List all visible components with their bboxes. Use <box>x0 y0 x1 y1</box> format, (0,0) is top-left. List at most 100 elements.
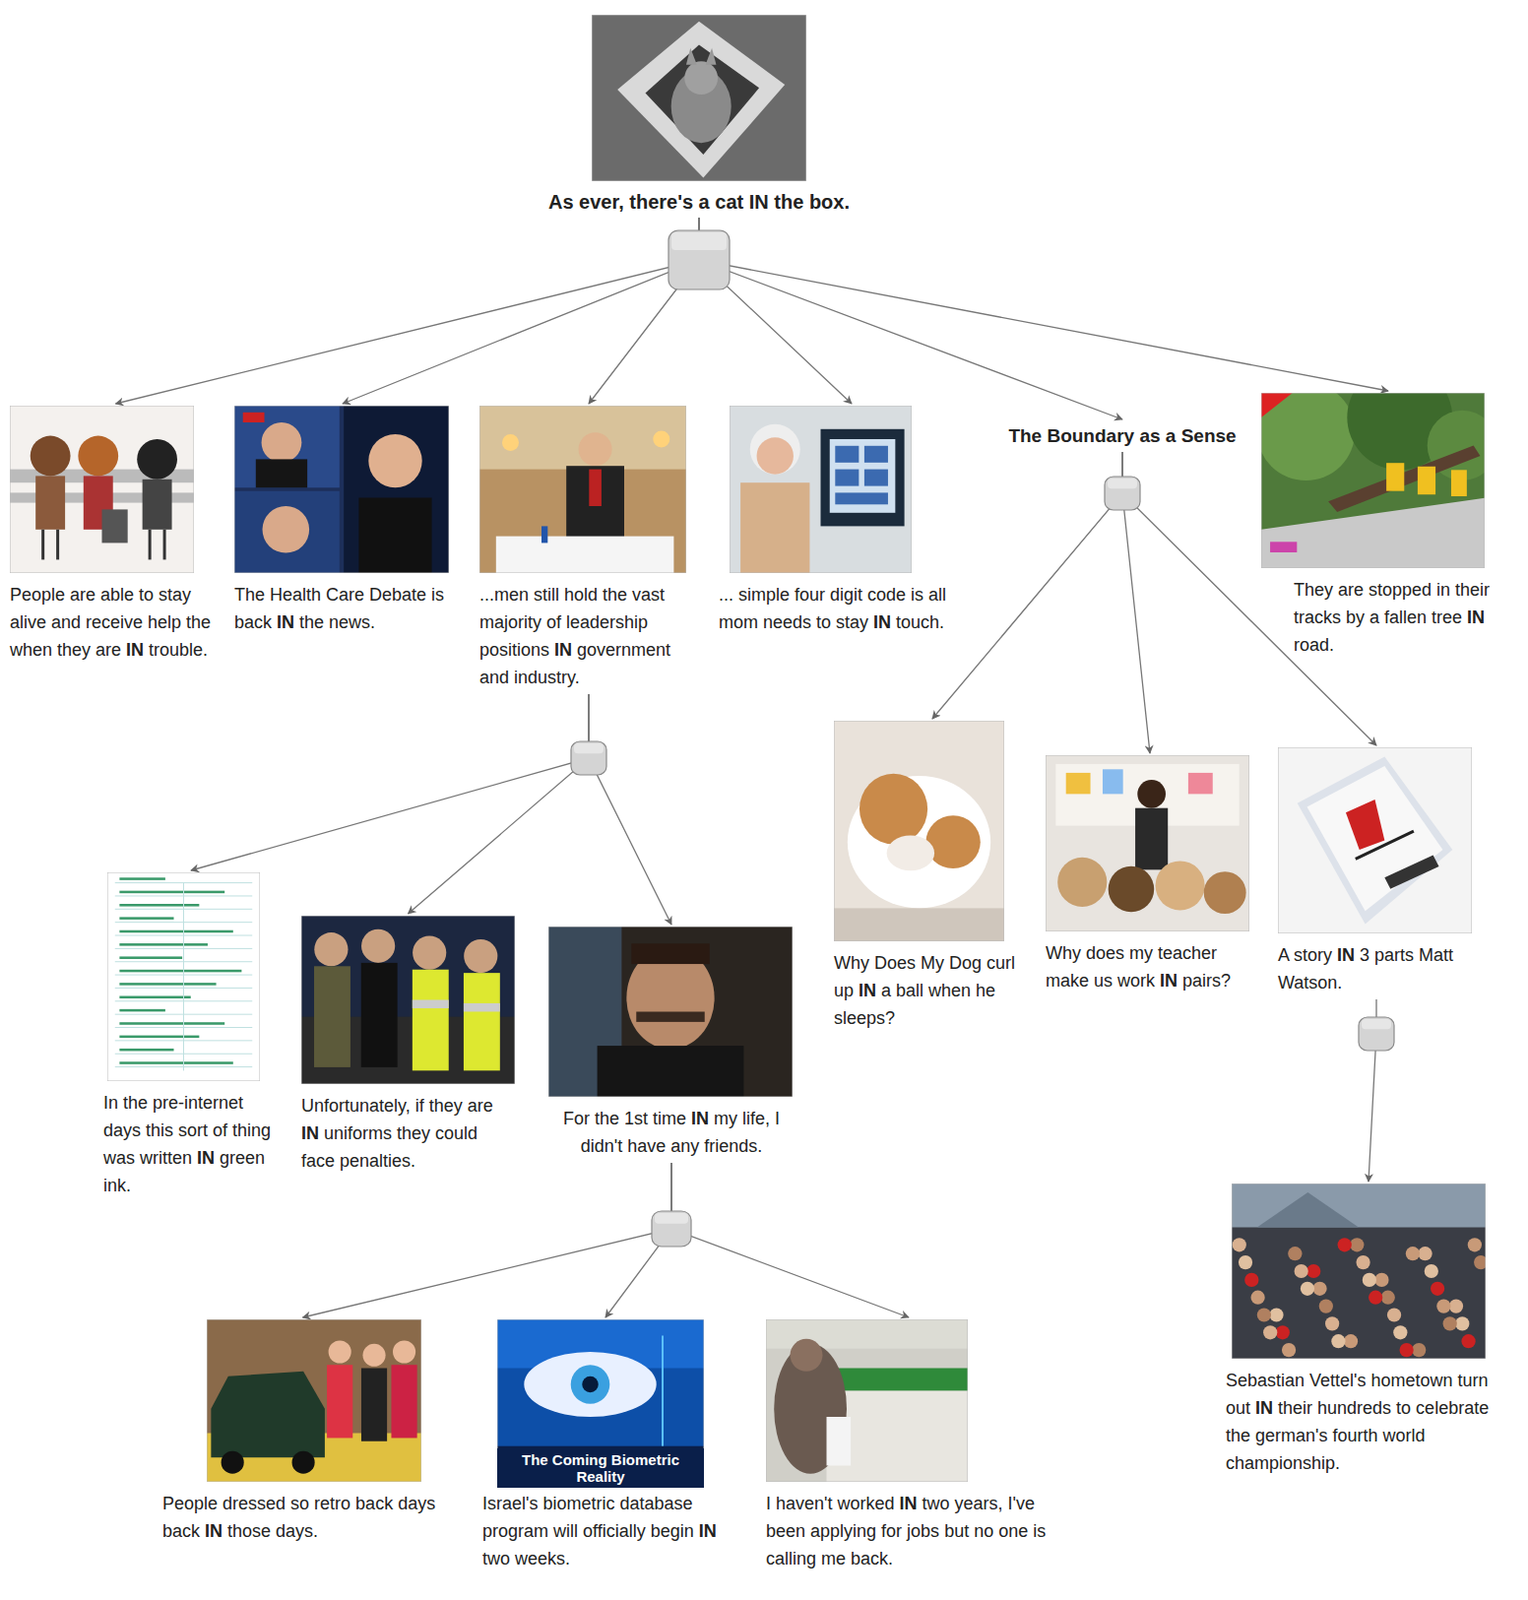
photo-shape <box>1461 1334 1475 1348</box>
photo-shape <box>684 61 718 95</box>
photo-line <box>1355 830 1414 859</box>
photo-shape <box>390 1364 417 1438</box>
photo-caption: A story IN 3 parts Matt Watson. <box>1277 941 1475 997</box>
photo-frame <box>765 1319 968 1482</box>
photo-shape <box>1417 466 1436 495</box>
photo-ground <box>301 915 515 1084</box>
photo-shape <box>740 482 810 573</box>
photo-caption: In the pre-internet days this sort of th… <box>103 1088 279 1200</box>
photo-shape <box>412 969 449 1072</box>
caption-run: trouble. <box>143 639 208 660</box>
caption-run: IN <box>301 1123 319 1144</box>
photo-shape <box>30 436 71 477</box>
photo-shape <box>1467 1237 1482 1252</box>
photo-shape <box>1306 1264 1321 1278</box>
caption-run: IN <box>204 1521 223 1541</box>
photo-shape <box>1263 1325 1277 1339</box>
photo-caption: For the 1st time IN my life, I didn't ha… <box>548 1104 795 1160</box>
photo-shape <box>1393 1325 1407 1339</box>
photo-frame <box>548 926 793 1097</box>
tree-connector <box>303 1162 673 1318</box>
photo-shape <box>368 434 422 488</box>
photo-shape <box>1066 772 1091 794</box>
photo-shape <box>412 936 446 970</box>
section-heading: The Boundary as a Sense <box>994 423 1251 449</box>
photo-shape <box>1297 756 1454 924</box>
photo-shape <box>652 431 670 448</box>
photo-shape <box>358 498 432 574</box>
photo-shape <box>1057 857 1107 907</box>
photo <box>206 1319 422 1482</box>
photo-line <box>183 883 185 1072</box>
photo-shape <box>578 432 613 466</box>
photo-shape <box>314 932 348 966</box>
caption-run: Israel's biometric database program will… <box>482 1493 700 1541</box>
photo-shape <box>645 44 761 155</box>
photo-shape <box>1232 1237 1247 1252</box>
junction-body <box>668 230 730 290</box>
photo-shape <box>1386 462 1404 491</box>
junction <box>1104 476 1141 510</box>
photo-shape <box>1417 1246 1432 1261</box>
photo-shape <box>1430 1281 1445 1296</box>
photo-shape <box>1294 1264 1309 1278</box>
photo-shape <box>523 1351 656 1417</box>
photo-shape <box>1244 1273 1259 1287</box>
photo-shape <box>102 509 128 543</box>
photo-shape <box>1362 1273 1377 1287</box>
photo-shape <box>864 469 889 487</box>
photo <box>833 720 1005 942</box>
photo-frame <box>1261 392 1485 569</box>
photo-shape <box>234 405 340 488</box>
picture-node: For the 1st time IN my life, I didn't ha… <box>548 926 795 1162</box>
photo-shape <box>412 1000 449 1010</box>
photo-shape <box>1436 1298 1451 1313</box>
photo-shape <box>119 969 242 973</box>
photo-shape <box>361 929 395 963</box>
caption-run: IN <box>873 612 892 633</box>
caption-run: the news. <box>294 612 376 633</box>
photo-caption: ...men still hold the vast majority of l… <box>479 580 699 692</box>
photo-shape <box>1400 1342 1414 1357</box>
caption-run: IN <box>1255 1398 1274 1418</box>
photo-shape <box>326 1364 353 1438</box>
photo-ground <box>9 405 194 573</box>
caption-run: touch. <box>891 612 945 633</box>
tree-connector <box>932 451 1123 719</box>
photo-shape <box>1345 799 1385 850</box>
photo-shape <box>1281 1342 1296 1357</box>
photo-caption: Israel's biometric database program will… <box>482 1489 729 1573</box>
junction-body <box>571 741 607 775</box>
photo-shape <box>119 982 216 986</box>
caption-run: IN <box>1337 945 1355 965</box>
photo-frame <box>479 405 687 573</box>
photo-shape <box>1473 1255 1486 1270</box>
photo-ground <box>729 405 912 573</box>
photo-title: The Coming Biometric Reality <box>497 1448 704 1488</box>
photo-shape <box>1451 469 1467 497</box>
photo <box>107 872 260 1082</box>
photo-shape <box>636 1012 704 1022</box>
photo-shape <box>1261 498 1485 569</box>
photo-ground <box>1231 1183 1486 1359</box>
photo-shape <box>1325 1316 1339 1331</box>
photo-shape <box>119 1009 165 1013</box>
picture-node: As ever, there's a cat IN the box. <box>521 14 877 217</box>
photo-ground <box>107 872 260 1082</box>
picture-node: ...men still hold the vast majority of l… <box>479 405 699 694</box>
photo-shape <box>1287 1246 1302 1261</box>
edge-group <box>116 217 1390 1318</box>
caption-run: I haven't worked <box>765 1493 900 1514</box>
photo <box>729 405 912 573</box>
photo-ground <box>765 1319 968 1482</box>
photo-shape <box>463 972 501 1071</box>
photo <box>591 14 807 182</box>
tree-connector <box>116 217 701 404</box>
photo <box>1045 755 1250 932</box>
photo-frame <box>234 405 449 573</box>
photo-shape <box>588 469 602 507</box>
photo-ground <box>479 405 687 573</box>
picture-node: In the pre-internet days this sort of th… <box>103 872 279 1202</box>
photo-shape <box>35 475 65 529</box>
photo-shape <box>1307 765 1444 911</box>
